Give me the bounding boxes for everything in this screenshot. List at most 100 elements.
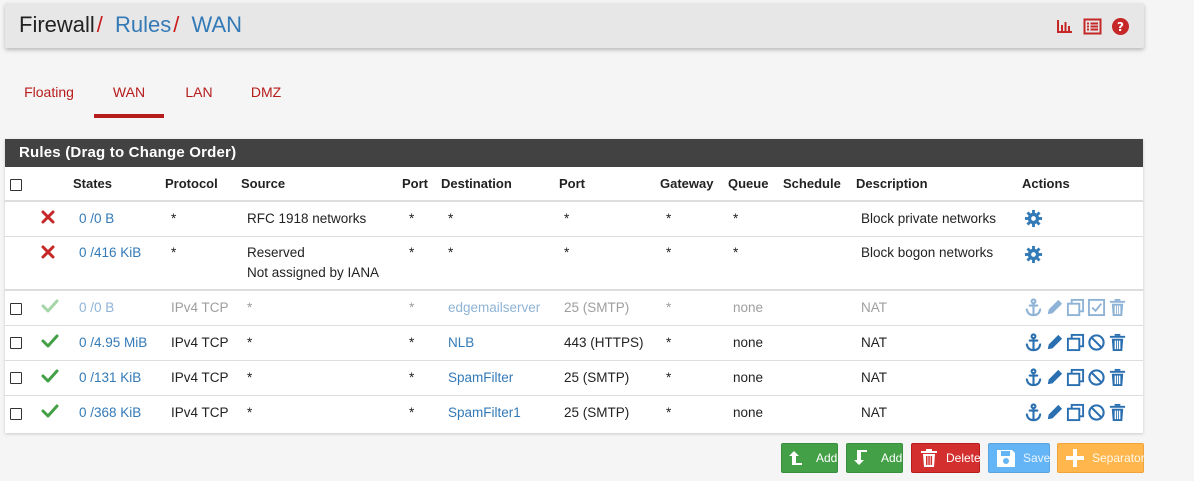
- trash-icon[interactable]: [1108, 403, 1127, 422]
- destination-link[interactable]: edgemailserver: [448, 300, 541, 316]
- copy-icon[interactable]: [1066, 368, 1085, 387]
- col-actions: Actions: [1022, 167, 1143, 202]
- destination-cell: NLB: [441, 324, 559, 360]
- source-cell: *: [241, 359, 402, 395]
- states-link[interactable]: 0 /368 KiB: [79, 405, 142, 421]
- row-select[interactable]: [5, 289, 41, 325]
- description-cell: NAT: [856, 394, 1022, 430]
- states-link[interactable]: 0 /4.95 MiB: [79, 335, 148, 350]
- destination-port-cell: 443 (HTTPS): [559, 324, 660, 360]
- destination-cell: *: [441, 200, 559, 236]
- bar-chart-icon[interactable]: [1055, 17, 1074, 36]
- col-queue: Queue: [728, 167, 783, 202]
- add-bottom-button[interactable]: Add: [846, 443, 903, 473]
- row-select[interactable]: [5, 324, 41, 360]
- gateway-cell: *: [660, 359, 728, 395]
- states-link[interactable]: 0 /416 KiB: [79, 244, 142, 260]
- protocol-cell: IPv4 TCP: [165, 289, 241, 325]
- source-cell: *: [241, 289, 402, 325]
- col-gateway: Gateway: [660, 167, 728, 202]
- gateway-cell: *: [660, 324, 728, 360]
- col-states: States: [73, 167, 165, 202]
- edit-icon[interactable]: [1045, 298, 1064, 317]
- destination-port-cell: *: [559, 235, 660, 290]
- block-icon[interactable]: [41, 245, 55, 262]
- breadcrumb-wan[interactable]: WAN: [191, 12, 243, 37]
- destination-link[interactable]: SpamFilter1: [448, 405, 521, 421]
- edit-icon[interactable]: [1045, 403, 1064, 422]
- destination-port-cell: 25 (SMTP): [559, 289, 660, 325]
- table-row[interactable]: 0 /0 B*RFC 1918 networks*****Block priva…: [5, 200, 1143, 236]
- save-button[interactable]: Save: [988, 443, 1050, 473]
- queue-cell: none: [728, 394, 783, 430]
- block-icon[interactable]: [41, 210, 55, 227]
- schedule-cell: [783, 200, 856, 236]
- disable-icon[interactable]: [1087, 403, 1106, 422]
- trash-icon[interactable]: [1108, 298, 1127, 317]
- tab-lan[interactable]: LAN: [185, 84, 213, 100]
- help-icon[interactable]: ?: [1111, 17, 1130, 36]
- breadcrumb: Firewall/ Rules/ WAN: [19, 12, 242, 38]
- tab-wan[interactable]: WAN: [94, 72, 164, 118]
- gear-icon[interactable]: [1024, 209, 1043, 228]
- states-link[interactable]: 0 /0 B: [79, 211, 115, 227]
- col-schedule: Schedule: [783, 167, 856, 202]
- select-all-checkbox[interactable]: [10, 178, 22, 191]
- svg-text:?: ?: [1117, 20, 1124, 34]
- source-text: Reserved: [247, 244, 305, 260]
- tab-floating[interactable]: Floating: [24, 84, 74, 100]
- breadcrumb-rules[interactable]: Rules: [115, 12, 172, 37]
- trash-icon[interactable]: [1108, 368, 1127, 387]
- edit-icon[interactable]: [1045, 333, 1064, 352]
- anchor-icon[interactable]: [1024, 368, 1043, 387]
- tab-dmz[interactable]: DMZ: [250, 84, 282, 100]
- row-checkbox[interactable]: [10, 372, 22, 385]
- source-cell: *: [241, 394, 402, 430]
- anchor-icon[interactable]: [1024, 403, 1043, 422]
- delete-button[interactable]: Delete: [911, 443, 981, 473]
- row-select[interactable]: [5, 394, 41, 430]
- edit-icon[interactable]: [1045, 368, 1064, 387]
- disable-icon[interactable]: [1087, 368, 1106, 387]
- row-select[interactable]: [5, 359, 41, 395]
- save-label: Save: [1023, 451, 1051, 465]
- row-select: [5, 200, 41, 236]
- row-checkbox[interactable]: [10, 337, 22, 350]
- copy-icon[interactable]: [1066, 333, 1085, 352]
- gateway-cell: *: [660, 394, 728, 430]
- anchor-icon[interactable]: [1024, 333, 1043, 352]
- protocol-cell: *: [165, 200, 241, 236]
- trash-icon[interactable]: [1108, 333, 1127, 352]
- destination-link[interactable]: NLB: [448, 335, 475, 350]
- states-link[interactable]: 0 /0 B: [79, 300, 115, 316]
- gear-icon[interactable]: [1024, 245, 1043, 264]
- row-checkbox[interactable]: [10, 407, 22, 420]
- queue-cell: none: [728, 359, 783, 395]
- status-cell: [41, 324, 73, 360]
- disable-icon[interactable]: [1087, 333, 1106, 352]
- list-icon[interactable]: [1083, 17, 1102, 36]
- anchor-icon[interactable]: [1024, 298, 1043, 317]
- copy-icon[interactable]: [1066, 298, 1085, 317]
- add-top-button[interactable]: Add: [781, 443, 838, 473]
- panel-title: Rules (Drag to Change Order): [5, 139, 1143, 167]
- states-cell: 0 /0 B: [73, 200, 165, 236]
- add-separator-button[interactable]: Separator: [1057, 443, 1145, 473]
- check-icon[interactable]: [41, 299, 59, 316]
- copy-icon[interactable]: [1066, 403, 1085, 422]
- destination-cell: SpamFilter: [441, 359, 559, 395]
- states-link[interactable]: 0 /131 KiB: [79, 370, 142, 385]
- check-icon[interactable]: [41, 334, 59, 351]
- row-checkbox[interactable]: [10, 302, 22, 315]
- gateway-cell: *: [660, 289, 728, 325]
- check-icon[interactable]: [41, 369, 59, 386]
- enable-icon[interactable]: [1087, 298, 1106, 317]
- actions-cell: [1022, 324, 1143, 360]
- destination-link[interactable]: SpamFilter: [448, 370, 514, 385]
- check-icon[interactable]: [41, 404, 59, 421]
